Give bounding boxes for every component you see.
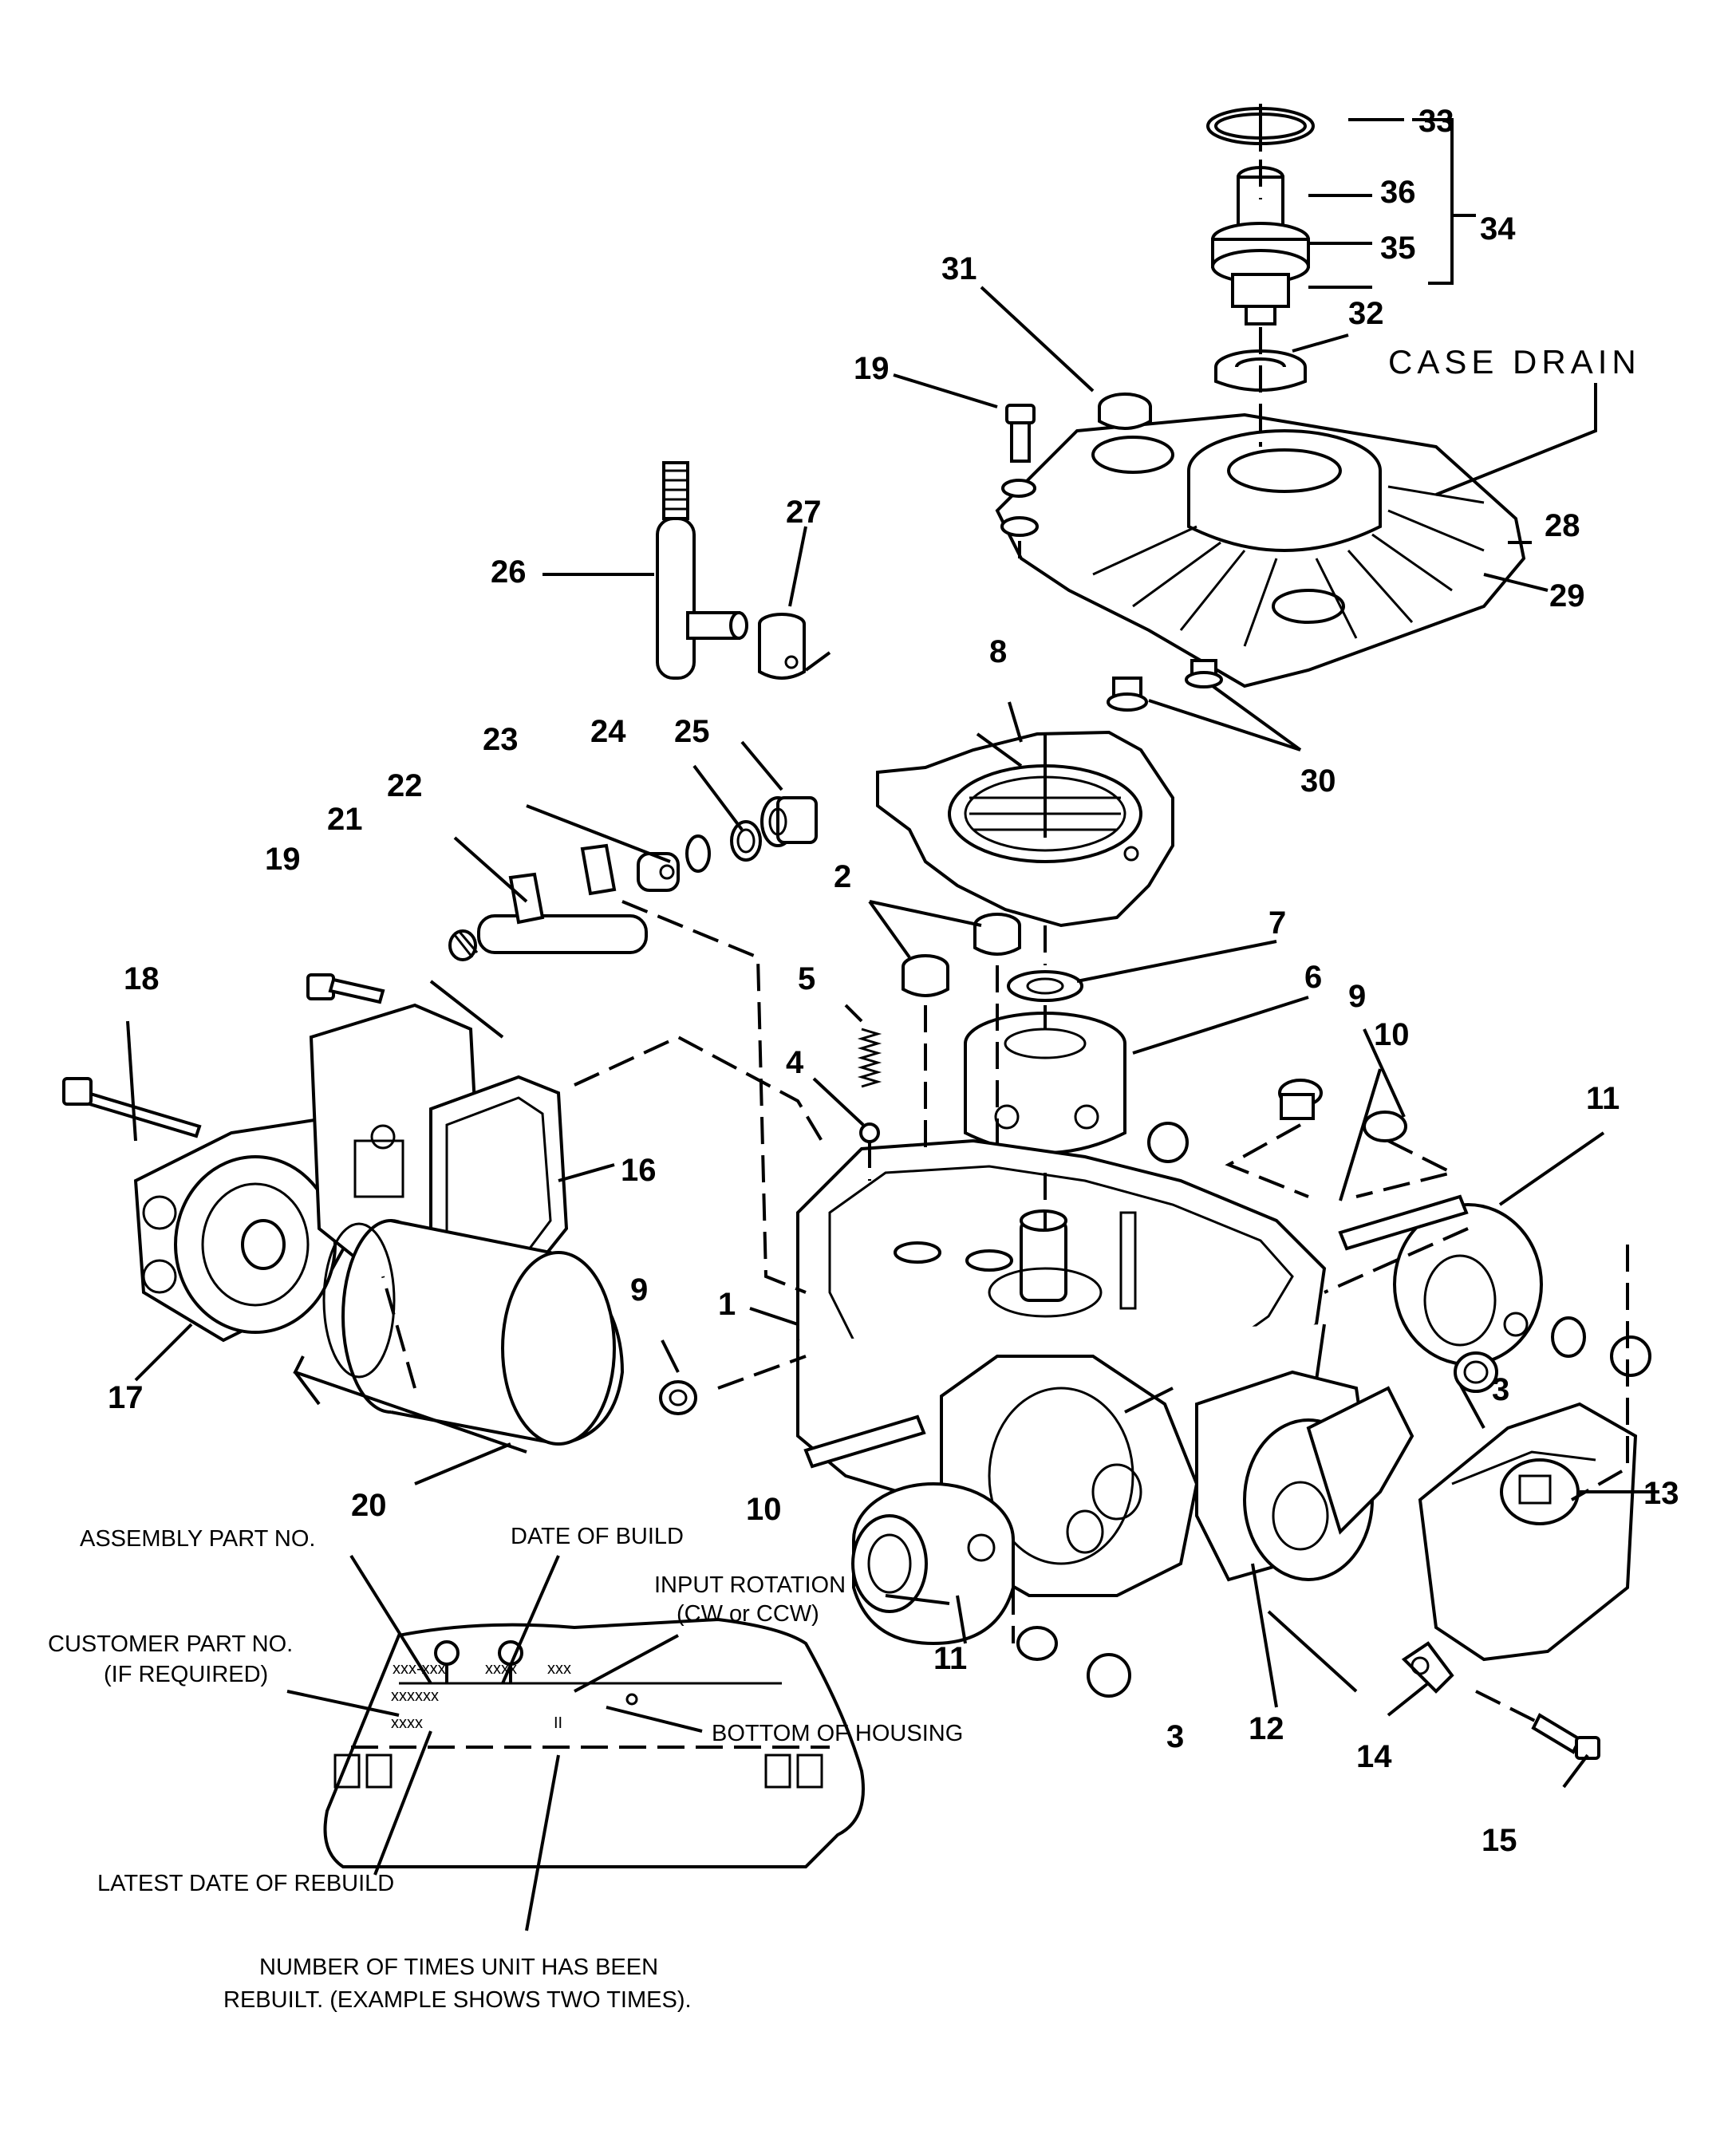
oring-3-right-inner <box>1463 1360 1489 1384</box>
callout-11-right: 11 <box>1586 1081 1620 1116</box>
callout-32: 32 <box>1348 296 1384 331</box>
leader-lines <box>126 118 1659 1931</box>
fittings-9 <box>659 1079 1407 1415</box>
callout-labels: 33 36 34 35 31 32 19 CASE DRAIN 27 28 26… <box>108 104 1679 1858</box>
callout-14: 14 <box>1356 1739 1392 1774</box>
label-customer-part-no-note: (IF REQUIRED) <box>104 1662 268 1687</box>
callout-20: 20 <box>351 1488 387 1523</box>
callout-26: 26 <box>491 554 527 590</box>
callout-22: 22 <box>387 768 423 803</box>
bearing-11-front <box>851 1482 1015 1646</box>
callout-3-right: 3 <box>1492 1372 1509 1407</box>
callout-7: 7 <box>1268 905 1286 941</box>
callout-31: 31 <box>941 251 977 286</box>
callout-19-left: 19 <box>265 842 301 877</box>
callout-2: 2 <box>834 859 851 894</box>
washer-31 <box>1098 393 1152 430</box>
callout-27: 27 <box>786 495 822 530</box>
orings-fitting <box>685 796 818 873</box>
label-latest-date-of-rebuild: LATEST DATE OF REBUILD <box>97 1871 394 1896</box>
callout-34: 34 <box>1480 211 1516 247</box>
callout-9-left: 9 <box>630 1272 648 1308</box>
oring-3-right <box>1454 1351 1498 1393</box>
filter-20 <box>322 1219 625 1446</box>
callout-21: 21 <box>327 802 363 837</box>
callout-8: 8 <box>989 634 1007 669</box>
nameplate-labels: ASSEMBLY PART NO. DATE OF BUILD INPUT RO… <box>48 1524 963 2013</box>
label-customer-part-no: CUSTOMER PART NO. <box>48 1631 293 1657</box>
callout-35: 35 <box>1380 231 1416 266</box>
callout-10-bottom: 10 <box>746 1492 782 1527</box>
washer-7 <box>1007 970 1083 1002</box>
callout-19-top: 19 <box>854 351 890 386</box>
plate-code-2: xxxx <box>485 1660 517 1678</box>
bearing-11-rear <box>1393 1203 1651 1377</box>
shaft-assembly <box>1211 166 1310 343</box>
plate-code-3: xxx <box>547 1660 571 1678</box>
label-input-rotation: INPUT ROTATION <box>654 1572 846 1598</box>
callout-25: 25 <box>674 714 710 749</box>
callout-24: 24 <box>590 714 626 749</box>
callout-10-top: 10 <box>1374 1017 1410 1052</box>
callout-15: 15 <box>1482 1823 1517 1858</box>
plug-lower <box>1016 1626 1131 1698</box>
case-drain-label: CASE DRAIN <box>1388 343 1641 381</box>
plate-code-4: xxxxxx <box>391 1687 439 1705</box>
callout-6: 6 <box>1304 960 1322 995</box>
plugs-30 <box>1107 659 1223 712</box>
label-assembly-part-no: ASSEMBLY PART NO. <box>80 1526 315 1552</box>
label-date-of-build: DATE OF BUILD <box>511 1524 684 1549</box>
callout-9-right: 9 <box>1348 979 1366 1014</box>
label-rebuild-count-line2: REBUILT. (EXAMPLE SHOWS TWO TIMES). <box>223 1987 692 2013</box>
nameplate-inset <box>323 1617 865 1868</box>
callout-28: 28 <box>1545 508 1580 543</box>
tee-fitting-26 <box>656 461 748 680</box>
callout-30: 30 <box>1300 763 1336 799</box>
snap-ring-33 <box>1206 104 1315 152</box>
bolt-top <box>1000 404 1039 558</box>
callout-16: 16 <box>621 1153 657 1188</box>
dashed-guides <box>381 160 1629 1725</box>
swashplate-12 <box>1243 1386 1414 1581</box>
callout-36: 36 <box>1380 175 1416 210</box>
plate-code-6: II <box>554 1714 562 1732</box>
plate-code-1: xxx-xxx <box>393 1660 446 1678</box>
plate-code-5: xxxx <box>391 1714 423 1732</box>
label-bottom-of-housing: BOTTOM OF HOUSING <box>712 1721 963 1746</box>
callout-29: 29 <box>1549 578 1585 613</box>
callout-13: 13 <box>1643 1476 1679 1511</box>
callout-18: 18 <box>124 961 160 996</box>
ring-housing-8 <box>876 730 1174 928</box>
filter-adapter-17 <box>133 1114 361 1343</box>
spool-22 <box>448 843 680 961</box>
callout-1: 1 <box>718 1287 736 1322</box>
plugs-2 <box>902 913 1021 997</box>
callout-33: 33 <box>1418 104 1454 139</box>
callout-5: 5 <box>798 961 815 996</box>
cover-13 <box>1401 1402 1638 1694</box>
bolt-15 <box>1531 1713 1600 1760</box>
label-input-rotation-note: (CW or CCW) <box>677 1601 819 1627</box>
callout-3-bottom: 3 <box>1166 1719 1184 1754</box>
callout-12: 12 <box>1249 1711 1284 1746</box>
callout-11-front: 11 <box>933 1641 967 1676</box>
callout-23: 23 <box>483 722 519 757</box>
pins-10 <box>803 1194 1469 1469</box>
callout-4: 4 <box>786 1045 804 1080</box>
bolt-18 <box>62 1077 202 1138</box>
bolt-19-left <box>306 973 385 1004</box>
label-rebuild-count-line1: NUMBER OF TIMES UNIT HAS BEEN <box>259 1955 658 1980</box>
spring-5 <box>857 1028 882 1143</box>
cap-27 <box>758 613 806 680</box>
cam-6 <box>964 1012 1189 1163</box>
case-cover <box>995 412 1526 688</box>
callout-17: 17 <box>108 1380 144 1415</box>
